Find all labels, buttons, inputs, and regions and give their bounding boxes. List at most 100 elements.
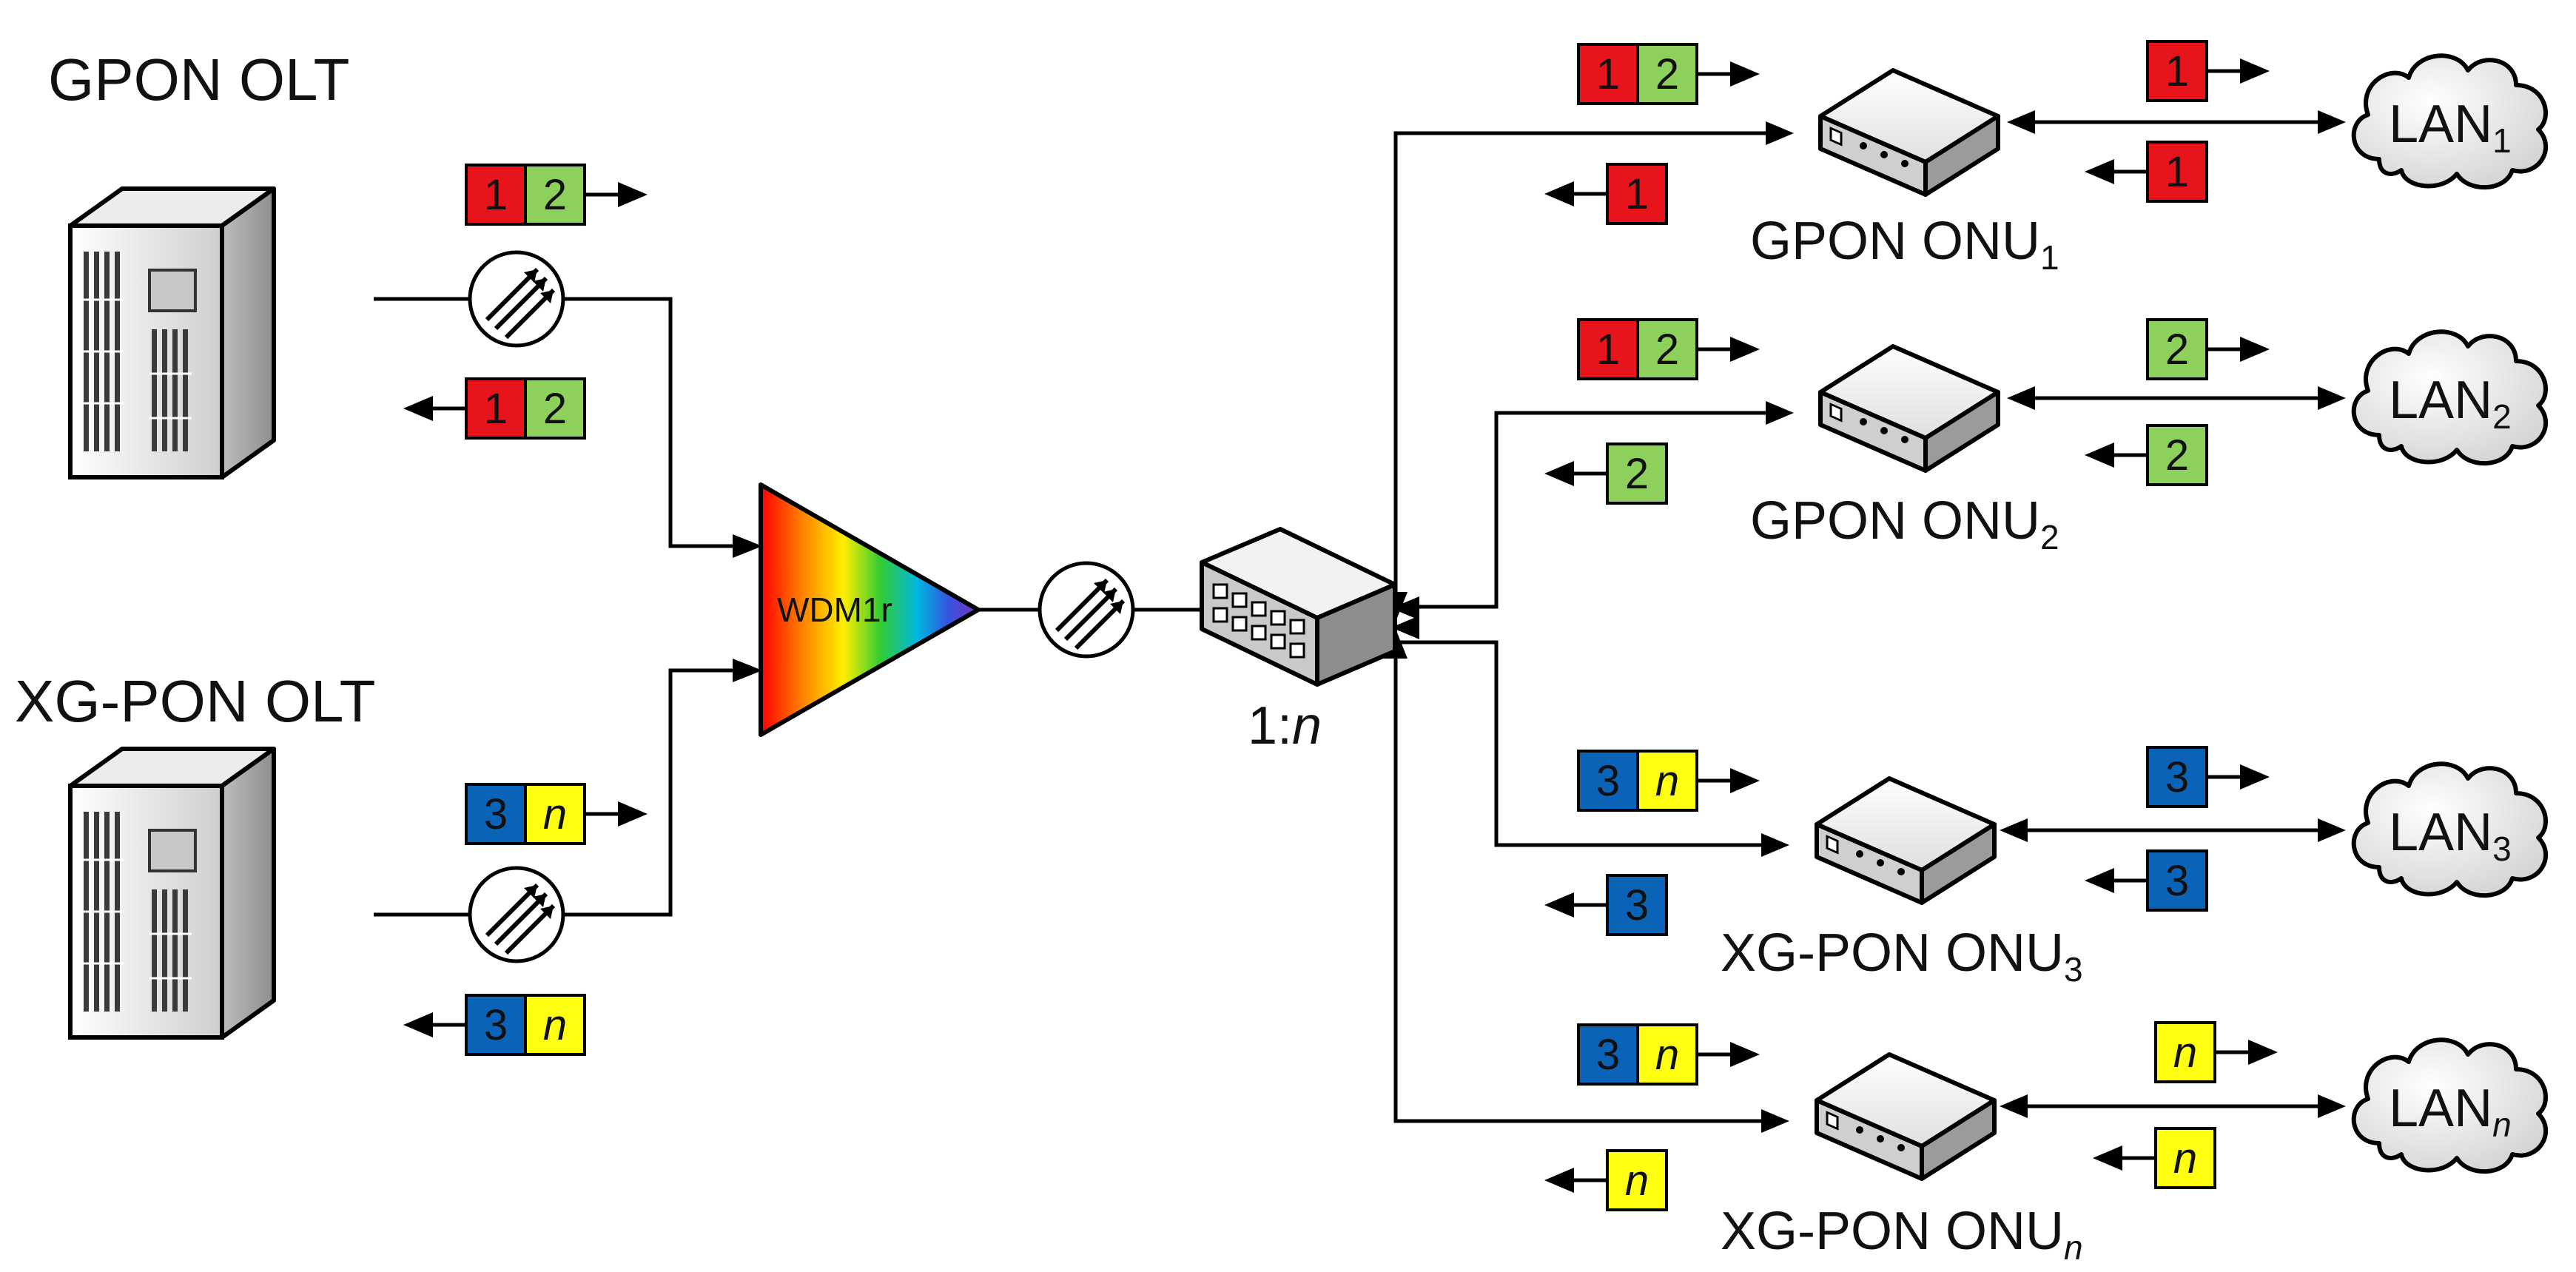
direction-arrow-head [618,182,648,207]
lan-1: LAN1 [2354,55,2546,187]
frame-label-1: 1 [484,171,508,219]
frame-label-2: 2 [543,171,567,219]
direction-arrow-head [2085,159,2114,184]
frame-box-2 [524,164,586,226]
frame-box-3 [465,994,527,1056]
direction-arrow-head [1730,61,1760,87]
network-box-icon [1820,70,1998,195]
frame-box-2 [1636,43,1698,105]
frame-label-2: 2 [2165,326,2189,374]
splitter-ratio-label: 1:n [1248,696,1322,756]
direction-arrow-head [1730,337,1760,362]
onu-1: GPON ONU1 [1750,70,2059,277]
circulator-icon [1040,563,1133,656]
frame-box-3 [1577,1023,1639,1086]
frame-label-2: 2 [543,385,567,433]
network-box-icon [1817,778,1994,903]
frame-box-n [1606,1149,1668,1211]
direction-arrow-head [2093,1145,2122,1171]
direction-arrow-head [2248,1040,2278,1065]
frame-box-1 [1577,318,1639,380]
frame-group: 1 [2085,141,2208,203]
lan-2-label: LAN2 [2389,371,2512,436]
frame-label-n: n [2173,1029,2197,1077]
onu-3-label: XG-PON ONU3 [1721,923,2083,989]
frame-group: 2 [2085,424,2208,486]
lan-3: LAN3 [2354,764,2546,895]
frame-label-3: 3 [484,1001,508,1049]
direction-arrow-head [2240,337,2270,362]
direction-arrow-head [2085,868,2114,893]
network-box-icon [1820,346,1998,471]
direction-arrow-head [2240,58,2270,84]
frame-group: 3 [2085,849,2208,912]
frame-box-3 [1577,750,1639,812]
frame-box-2 [1606,442,1668,505]
direction-arrow-head [2085,442,2114,468]
frame-label-3: 3 [1625,881,1649,929]
frame-box-n [1636,1023,1698,1086]
frame-label-2: 2 [1625,450,1649,498]
direction-arrow-head [2240,764,2270,790]
frame-box-1 [465,164,527,226]
onu-2: GPON ONU2 [1750,346,2059,556]
frame-label-n: n [2173,1134,2197,1182]
frame-box-2 [2146,318,2208,380]
direction-arrow-head [1544,1168,1574,1193]
frame-label-n: n [543,1001,567,1049]
frame-box-n [2154,1127,2216,1189]
frame-label-1: 1 [1596,326,1620,374]
switch-splitter-icon [1200,527,1397,687]
circulator-icon [470,868,563,961]
direction-arrow-head [1730,768,1760,793]
frame-group: 1 [1544,163,1668,225]
direction-arrow-head [403,396,433,421]
server-tower-icon [70,749,274,1037]
frame-label-2: 2 [1655,326,1679,374]
wdm-label: WDM1r [777,590,892,629]
onu-n-label: XG-PON ONUn [1721,1202,2083,1267]
frame-label-n: n [1655,757,1679,805]
onu-2-label: GPON ONU2 [1750,491,2059,556]
frame-group: 3 [2146,746,2270,808]
link-arrowheads [733,110,2346,1133]
direction-arrow-head [1544,461,1574,486]
frame-label-n: n [1625,1157,1649,1205]
frame-group: n [1544,1149,1668,1211]
frame-group: n [2093,1127,2216,1189]
lan-2: LAN2 [2354,332,2546,463]
frame-label-n: n [1655,1031,1679,1079]
direction-arrow-head [1544,892,1574,918]
frame-label-2: 2 [2165,431,2189,479]
frame-group: 2 [1544,442,1668,505]
optical-splitter: 1:n [1200,527,1397,756]
direction-arrow-head [403,1012,433,1037]
frame-box-1 [465,377,527,440]
xgpon-olt: XG-PON OLT [15,668,375,1037]
onu-n: XG-PON ONUn [1721,1054,2083,1267]
lan-1-label: LAN1 [2389,95,2512,160]
frame-box-2 [524,377,586,440]
frame-group: n [2154,1021,2278,1083]
frame-label-3: 3 [1596,757,1620,805]
frame-label-3: 3 [484,790,508,838]
direction-arrow-head [1730,1042,1760,1067]
frame-label-1: 1 [2165,47,2189,95]
xgpon-olt-label: XG-PON OLT [15,668,375,734]
server-tower-icon [70,189,274,477]
frame-box-3 [465,783,527,845]
lan-n-label: LANn [2389,1079,2512,1144]
frame-label-1: 1 [1625,170,1649,218]
frame-label-3: 3 [1596,1031,1620,1079]
frame-label-1: 1 [2165,148,2189,196]
gpon-olt: GPON OLT [48,47,349,477]
